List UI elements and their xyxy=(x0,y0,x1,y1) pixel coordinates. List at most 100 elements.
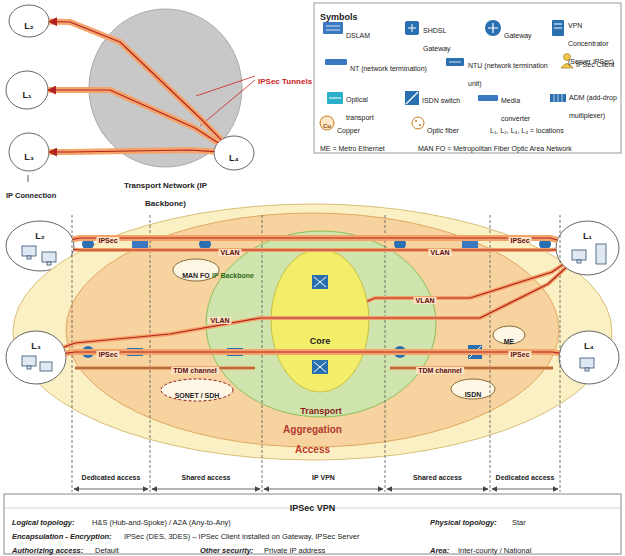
table-key: Area: xyxy=(430,546,449,555)
tunnel-line xyxy=(66,352,560,353)
legend-text-box: IPSec Client xyxy=(576,53,618,71)
legend-text: Optical transport xyxy=(346,96,374,121)
node-label: Aggregation xyxy=(283,424,342,435)
table-key: Physical topology: xyxy=(430,518,497,527)
line-label-box: TDM channel xyxy=(416,359,464,377)
node-label: L₃ xyxy=(31,341,41,351)
node-label: MAN FO xyxy=(182,272,210,279)
tunnel-band xyxy=(74,247,556,252)
legend-text-box: Optic fiber xyxy=(427,119,482,137)
tunnel-connector xyxy=(73,238,558,240)
legend-text-box: VPN Concentrator (Server IPSec) xyxy=(568,14,618,68)
tunnel-connector xyxy=(64,268,566,348)
node-label: L₄ xyxy=(229,153,239,163)
tunnel-connector xyxy=(66,352,560,353)
edge-label: IPSec xyxy=(96,351,119,358)
tunnel-band xyxy=(48,90,218,143)
tunnel-band xyxy=(66,352,560,353)
legend-text-box: NT (network termination) xyxy=(350,57,442,75)
tunnel-line xyxy=(367,265,563,302)
table-key: Authorizing access: xyxy=(12,546,83,555)
edge-label-box: IPSec xyxy=(96,229,119,247)
table-value: H&S (Hub-and-Spoke) / A2A (Any-to-Any) xyxy=(92,518,231,527)
line-label-box: TDM channel xyxy=(171,359,219,377)
leader-line xyxy=(196,76,255,126)
bracket-label: IP VPN xyxy=(312,474,335,481)
node-label: L₂ xyxy=(35,231,45,241)
legend-text: Media converter xyxy=(501,97,530,122)
table-key-box: Physical topology: xyxy=(430,511,497,529)
location-ellipse: L₃ xyxy=(8,132,50,172)
legend-box xyxy=(314,3,621,153)
legend-note: ME = Metro Ethernet xyxy=(320,145,385,152)
legend-text: DSLAM xyxy=(346,32,370,39)
network-ellipse-outline xyxy=(451,379,495,399)
bracket-label: Dedicated access xyxy=(496,474,555,481)
node-label: ME xyxy=(504,338,515,345)
legend-text: NT (network termination) xyxy=(350,65,427,72)
legend-title: Symbols xyxy=(320,12,358,22)
node-label-box: ISDN xyxy=(450,383,496,401)
node-label-box: Transport Network (IP Backbone) xyxy=(116,174,216,210)
edge-label-box: VLAN xyxy=(218,241,241,259)
edge-label-box: IPSec xyxy=(96,343,119,361)
tunnel-line xyxy=(49,22,221,140)
node-label-box: Aggregation xyxy=(65,419,560,437)
core-ellipse-outline xyxy=(271,249,369,392)
location-ellipse-shape xyxy=(555,220,620,276)
edge-label: VLAN xyxy=(208,317,231,324)
node-label-box: L₄ xyxy=(213,147,255,165)
location-ellipse: L₁ xyxy=(5,70,49,110)
table-value-box: Default xyxy=(95,539,119,556)
region-band-outline xyxy=(206,231,436,417)
legend-text-box: SHDSL Gateway xyxy=(423,19,469,55)
tunnel-connector xyxy=(49,150,214,152)
region-band-outline xyxy=(66,213,559,447)
table-box xyxy=(4,494,621,554)
table-key-box: Area: xyxy=(430,539,449,556)
table-key: Encapsulation - Encryption: xyxy=(12,532,112,541)
tunnel-line xyxy=(64,268,566,348)
legend-text-box: NTU (network termination unit) xyxy=(468,54,550,90)
legend-text: ADM (add-drop multiplexer) xyxy=(569,94,617,119)
legend-text: NTU (network termination unit) xyxy=(468,62,548,87)
table-value: Star xyxy=(512,518,526,527)
legend-icons xyxy=(320,20,573,130)
legend-note: L₁, L₂, L₃, L₄ = locations xyxy=(490,127,564,134)
node-label-box: L₂ xyxy=(8,15,50,33)
node-label: Access xyxy=(295,444,330,455)
edge-label-box: VLAN xyxy=(208,309,231,327)
table-value-box: H&S (Hub-and-Spoke) / A2A (Any-to-Any) xyxy=(92,511,231,529)
location-ellipse-shape xyxy=(558,330,620,385)
bracket-label: Shared access xyxy=(181,474,230,481)
legend-text-box: ADM (add-drop multiplexer) xyxy=(569,86,618,122)
location-ellipse-outline xyxy=(214,136,254,170)
bracket-label-box: IP VPN xyxy=(264,466,383,484)
location-ellipse-outline xyxy=(9,133,49,171)
legend-text: Copper xyxy=(337,127,360,134)
node-label-box: ME xyxy=(492,330,526,348)
access-boundary xyxy=(72,215,560,492)
edge-label: VLAN xyxy=(413,297,436,304)
location-ellipse-outline xyxy=(556,221,619,275)
table-key-box: Logical topology: xyxy=(12,511,75,529)
legend-text: Optic fiber xyxy=(427,127,459,134)
legend-text: VPN Concentrator (Server IPSec) xyxy=(568,22,614,65)
location-ellipse-outline xyxy=(559,331,619,384)
legend-text-box: Optical transport xyxy=(346,88,394,124)
table-key: Other security: xyxy=(200,546,253,555)
node-label: ISDN xyxy=(465,391,482,398)
tunnel-line xyxy=(74,249,556,251)
tunnel-band xyxy=(73,238,558,240)
legend-note: MAN FO = Metropolitan Fiber Optic Area N… xyxy=(418,145,572,152)
legend-text-box: Media converter xyxy=(501,89,547,125)
location-ellipse-outline xyxy=(9,5,49,37)
node-label-box: Core xyxy=(270,330,370,348)
network-ellipse: SONET / SDH xyxy=(160,378,234,402)
node-label-box: L₃ xyxy=(5,335,67,353)
edge-label-box: VLAN xyxy=(413,289,436,307)
region-band-outline xyxy=(13,204,612,460)
bracket-label-box: Shared access xyxy=(387,466,488,484)
table-value-box: Star xyxy=(512,511,526,529)
